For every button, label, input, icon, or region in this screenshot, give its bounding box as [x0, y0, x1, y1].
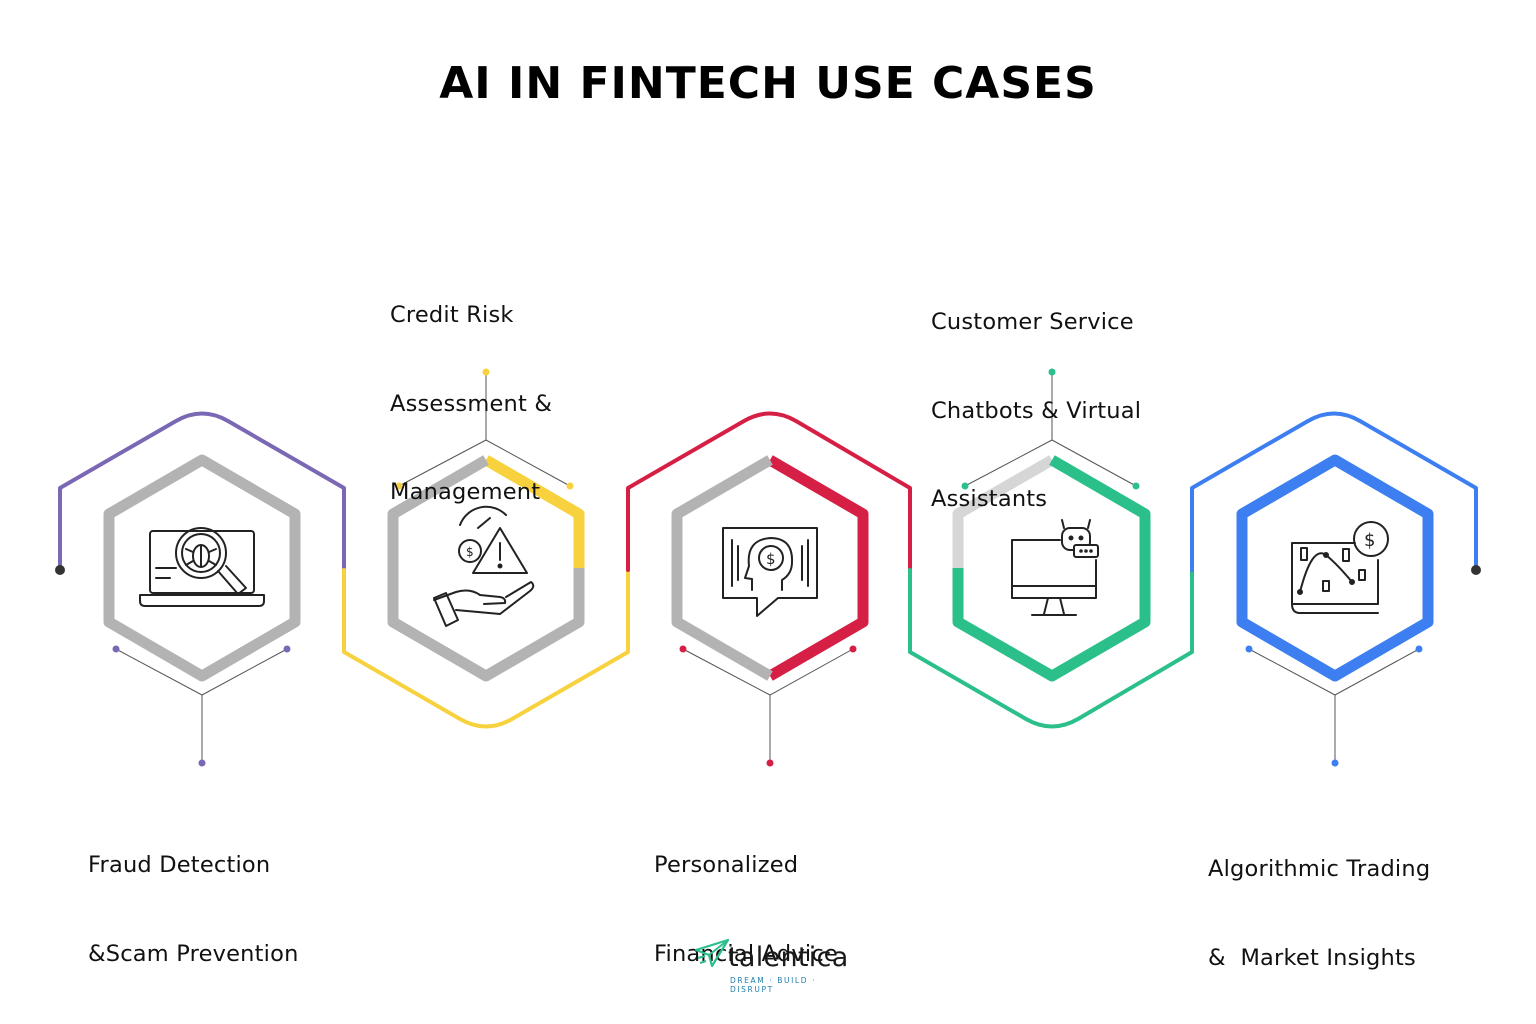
use-case-label-chatbot: Customer Service Chatbots & Virtual Assi… — [931, 249, 1141, 544]
use-case-label-line: Credit Risk — [390, 302, 514, 328]
connector-red — [626, 411, 912, 572]
connector-purple — [58, 411, 346, 572]
svg-text:$: $ — [766, 550, 776, 568]
use-case-label-line: Algorithmic Trading — [1208, 856, 1431, 882]
brand-name: talentica — [728, 942, 849, 973]
use-case-label-line: Assessment & — [390, 390, 553, 417]
paper-plane-icon — [694, 938, 730, 968]
page-title: AI IN FINTECH USE CASES — [439, 58, 1097, 109]
trading-chart-dollar-icon: $ — [1291, 521, 1389, 614]
hexagon-advice: $ — [671, 455, 869, 767]
use-case-label-line: Customer Service — [931, 309, 1134, 335]
connector-green — [908, 568, 1194, 729]
monitor-chatbot-icon — [1011, 519, 1099, 616]
use-case-label-line: Management — [390, 479, 541, 505]
use-case-label-line: Fraud Detection — [88, 852, 271, 878]
use-case-label-trading: Algorithmic Trading & Market Insights — [1208, 796, 1430, 1003]
brand-tagline: DREAM · BUILD · DISRUPT — [730, 976, 817, 994]
use-case-label-line: &Scam Prevention — [88, 940, 299, 967]
hexagon-trading: $ — [1236, 454, 1434, 767]
connector-yellow — [342, 568, 630, 729]
use-case-label-credit: Credit Risk Assessment & Management — [390, 242, 552, 537]
use-case-label-line: Chatbots & Virtual — [931, 397, 1142, 424]
svg-text:$: $ — [1364, 530, 1375, 551]
use-case-label-fraud: Fraud Detection &Scam Prevention — [88, 792, 299, 999]
hexagon-fraud — [103, 454, 301, 767]
end-dot — [1471, 565, 1481, 575]
start-dot — [55, 565, 65, 575]
connector-path — [58, 411, 1478, 729]
head-dollar-speech-bubble-icon: $ — [722, 527, 818, 617]
hexagon-chatbot — [952, 368, 1151, 682]
svg-text:$: $ — [466, 545, 474, 559]
connector-blue — [1190, 411, 1478, 572]
use-case-label-line: Personalized — [654, 852, 799, 878]
brand-logo: talentica DREAM · BUILD · DISRUPT — [694, 936, 854, 996]
use-case-label-line: Assistants — [931, 486, 1048, 512]
connector-lines-fraud — [115, 648, 288, 763]
risk-gauge-warning-hand-icon: $ — [433, 505, 535, 627]
hexagon-credit: $ — [387, 368, 585, 682]
use-case-label-line: & Market Insights — [1208, 944, 1416, 971]
laptop-bug-magnifier-icon — [139, 527, 265, 607]
